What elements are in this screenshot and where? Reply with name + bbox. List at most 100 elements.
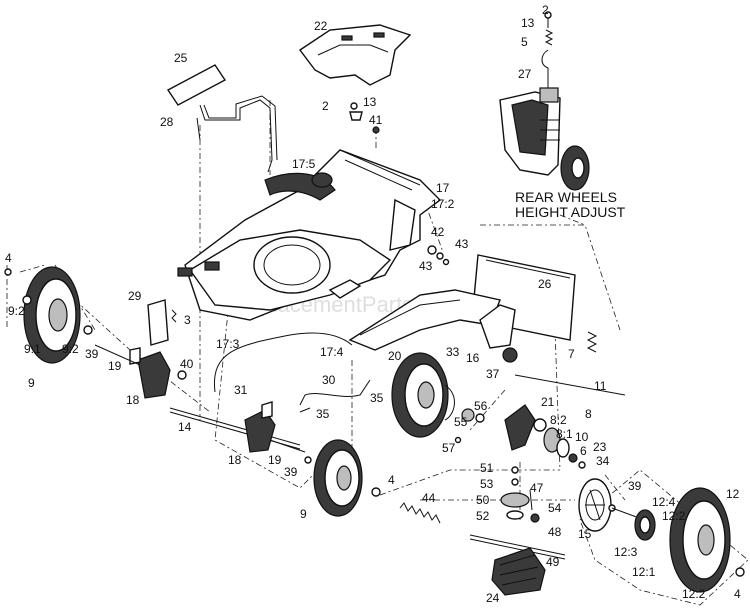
rear-height-adjust-assembly — [499, 11, 590, 191]
label-12-2a: 12:2 — [662, 509, 686, 523]
label-31: 31 — [234, 383, 248, 397]
part-18-left-pivot — [94, 344, 187, 399]
label-22: 22 — [314, 19, 328, 33]
label-44: 44 — [422, 491, 436, 505]
part-9-front-left-wheel — [4, 266, 93, 364]
label-21: 21 — [541, 395, 555, 409]
label-20: 20 — [388, 349, 402, 363]
label-9-1: 9:1 — [24, 342, 41, 356]
part-28-handle-frame — [196, 95, 278, 173]
rear-left-wheel — [391, 352, 455, 438]
label-25: 25 — [174, 51, 188, 65]
label-28: 28 — [160, 115, 174, 129]
label-14: 14 — [178, 420, 192, 434]
label-33: 33 — [446, 345, 460, 359]
hardware-2-13-41 — [349, 102, 380, 134]
caption-line-1: REAR WHEELS — [515, 189, 617, 205]
label-18b: 18 — [228, 453, 242, 467]
label-4b: 4 — [388, 473, 395, 487]
label-13: 13 — [521, 16, 535, 30]
label-19b: 19 — [268, 453, 282, 467]
label-26: 26 — [538, 277, 552, 291]
label-7: 7 — [568, 347, 575, 361]
label-50: 50 — [476, 493, 490, 507]
label-35b: 35 — [370, 391, 384, 405]
label-12-4: 12:4 — [652, 495, 676, 509]
label-39b: 39 — [284, 465, 298, 479]
label-9a: 9 — [28, 376, 35, 390]
part-29-bracket — [147, 299, 177, 346]
label-23: 23 — [593, 440, 607, 454]
label-5: 5 — [521, 35, 528, 49]
label-49: 49 — [546, 555, 560, 569]
label-6: 6 — [580, 444, 587, 458]
label-8-1: 8:1 — [556, 427, 573, 441]
label-15: 15 — [578, 527, 592, 541]
label-17-5: 17:5 — [292, 157, 316, 171]
label-9-2a: 9:2 — [8, 304, 25, 318]
part-17-mower-deck — [177, 149, 442, 321]
label-52: 52 — [476, 509, 490, 523]
part-22-cover — [298, 24, 412, 86]
label-54: 54 — [548, 501, 562, 515]
transmission-assembly — [469, 466, 566, 596]
label-8-2: 8:2 — [550, 413, 567, 427]
label-43a: 43 — [455, 237, 469, 251]
label-17: 17 — [436, 181, 450, 195]
label-30: 30 — [322, 373, 336, 387]
label-18a: 18 — [126, 393, 140, 407]
label-47: 47 — [530, 481, 544, 495]
label-19a: 19 — [108, 359, 122, 373]
label-53: 53 — [480, 477, 494, 491]
label-29: 29 — [128, 289, 142, 303]
callout-labels: 2 13 5 27 22 25 28 2 13 41 17:5 17 17:2 … — [5, 3, 741, 605]
label-16: 16 — [466, 351, 480, 365]
part-11-rod — [514, 374, 626, 396]
part-18-right-pivot — [244, 401, 306, 453]
label-12-3: 12:3 — [614, 545, 638, 559]
label-4a: 4 — [5, 251, 12, 265]
part-31-30-cables — [213, 332, 371, 413]
label-17-3: 17:3 — [216, 337, 240, 351]
label-13b: 13 — [363, 95, 377, 109]
part-21-8-gear-assembly — [504, 404, 586, 469]
label-42: 42 — [431, 225, 445, 239]
part-16-height-bracket — [479, 304, 518, 363]
part-15-drive-disc — [578, 478, 612, 532]
label-12-2b: 12:2 — [682, 587, 706, 601]
label-43b: 43 — [419, 259, 433, 273]
label-39c: 39 — [628, 479, 642, 493]
label-17-2: 17:2 — [431, 197, 455, 211]
label-35a: 35 — [316, 407, 330, 421]
part-25-handle-grip — [166, 64, 227, 106]
label-10: 10 — [575, 430, 589, 444]
label-3: 3 — [184, 313, 191, 327]
label-41: 41 — [369, 113, 383, 127]
part-55-56-57-hardware — [454, 408, 485, 444]
label-17-4: 17:4 — [320, 345, 344, 359]
label-24: 24 — [486, 591, 500, 605]
label-39a: 39 — [85, 347, 99, 361]
label-37: 37 — [486, 367, 500, 381]
label-51: 51 — [480, 461, 494, 475]
label-8: 8 — [585, 407, 592, 421]
label-57: 57 — [442, 441, 456, 455]
label-9-2b: 9:2 — [62, 342, 79, 356]
label-2b: 2 — [322, 99, 329, 113]
label-12: 12 — [726, 487, 740, 501]
label-11: 11 — [594, 379, 607, 393]
caption-line-2: HEIGHT ADJUST — [515, 204, 626, 220]
label-56: 56 — [474, 399, 488, 413]
label-40: 40 — [180, 357, 194, 371]
label-4c: 4 — [734, 587, 741, 601]
label-9b: 9 — [300, 507, 307, 521]
label-34: 34 — [596, 454, 610, 468]
part-7-spring — [586, 331, 598, 353]
part-42-43-hardware — [427, 245, 450, 266]
label-48: 48 — [548, 525, 562, 539]
label-2: 2 — [542, 3, 549, 17]
label-55: 55 — [454, 415, 468, 429]
part-12-rear-right-wheel — [608, 487, 745, 593]
label-12-1: 12:1 — [632, 565, 656, 579]
